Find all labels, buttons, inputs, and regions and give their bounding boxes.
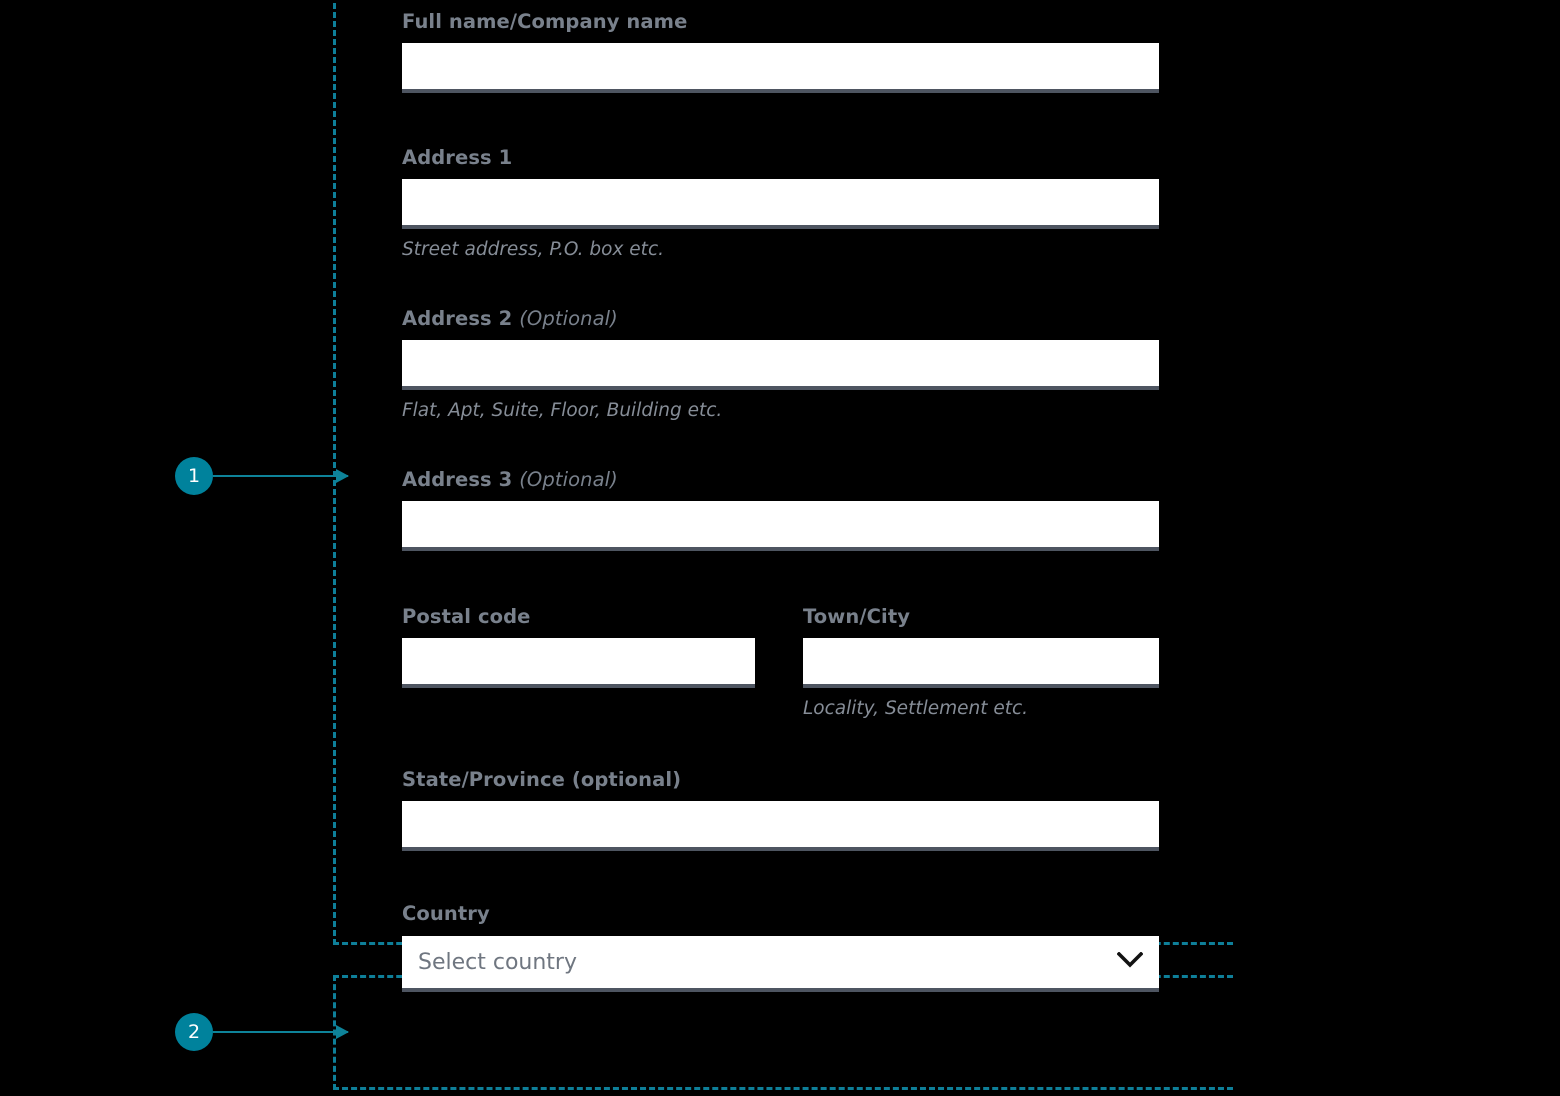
- callout-badge-2: 2: [175, 1013, 213, 1051]
- chevron-down-icon[interactable]: [1116, 951, 1144, 972]
- field-label-address-3: Address 3 (Optional): [402, 468, 1159, 492]
- postal-code-input[interactable]: [402, 638, 755, 688]
- callout-marker-1: 1: [175, 457, 349, 495]
- callout-arrow-2: [213, 1025, 349, 1039]
- country-select-wrapper[interactable]: Select country: [402, 936, 1159, 992]
- column-gap: [755, 605, 803, 721]
- callout-arrow-1: [213, 469, 349, 483]
- field-hint-town-city: Locality, Settlement etc.: [803, 698, 1029, 719]
- field-label-address-2-text: Address 2: [402, 307, 513, 330]
- town-city-input[interactable]: [803, 638, 1159, 688]
- field-address-2: Address 2 (Optional) Flat, Apt, Suite, F…: [402, 307, 1159, 423]
- field-country: Country Select country: [402, 902, 1159, 992]
- field-full-name: Full name/Company name: [402, 10, 1159, 93]
- field-label-full-name: Full name/Company name: [402, 10, 688, 33]
- country-select[interactable]: Select country: [402, 936, 1159, 992]
- country-select-value: Select country: [418, 949, 577, 975]
- field-label-address-3-text: Address 3: [402, 468, 513, 491]
- field-postal-code: Postal code: [402, 605, 755, 688]
- field-label-town-city: Town/City: [803, 605, 911, 628]
- address-3-input[interactable]: [402, 501, 1159, 551]
- field-label-state-province: State/Province (optional): [402, 768, 682, 791]
- field-label-address-2: Address 2 (Optional): [402, 307, 1159, 331]
- callout-marker-2: 2: [175, 1013, 349, 1051]
- field-state-province: State/Province (optional): [402, 768, 1159, 851]
- field-label-country: Country: [402, 902, 490, 925]
- field-address-3: Address 3 (Optional): [402, 468, 1159, 551]
- field-address-1: Address 1 Street address, P.O. box etc.: [402, 146, 1159, 262]
- field-hint-address-2: Flat, Apt, Suite, Floor, Building etc.: [402, 400, 723, 421]
- field-label-postal-code: Postal code: [402, 605, 531, 628]
- annotation-region-2: [333, 975, 1233, 1090]
- field-town-city: Town/City Locality, Settlement etc.: [803, 605, 1159, 721]
- callout-badge-1: 1: [175, 457, 213, 495]
- address-form: Full name/Company name Address 1 Street …: [402, 0, 1159, 992]
- field-hint-address-1: Street address, P.O. box etc.: [402, 239, 664, 260]
- field-label-address-3-optional: (Optional): [519, 468, 618, 491]
- field-label-address-2-optional: (Optional): [519, 307, 618, 330]
- address-2-input[interactable]: [402, 340, 1159, 390]
- state-province-input[interactable]: [402, 801, 1159, 851]
- address-1-input[interactable]: [402, 179, 1159, 229]
- postal-town-row: Postal code Town/City Locality, Settleme…: [402, 605, 1159, 721]
- full-name-input[interactable]: [402, 43, 1159, 93]
- field-label-address-1: Address 1: [402, 146, 513, 169]
